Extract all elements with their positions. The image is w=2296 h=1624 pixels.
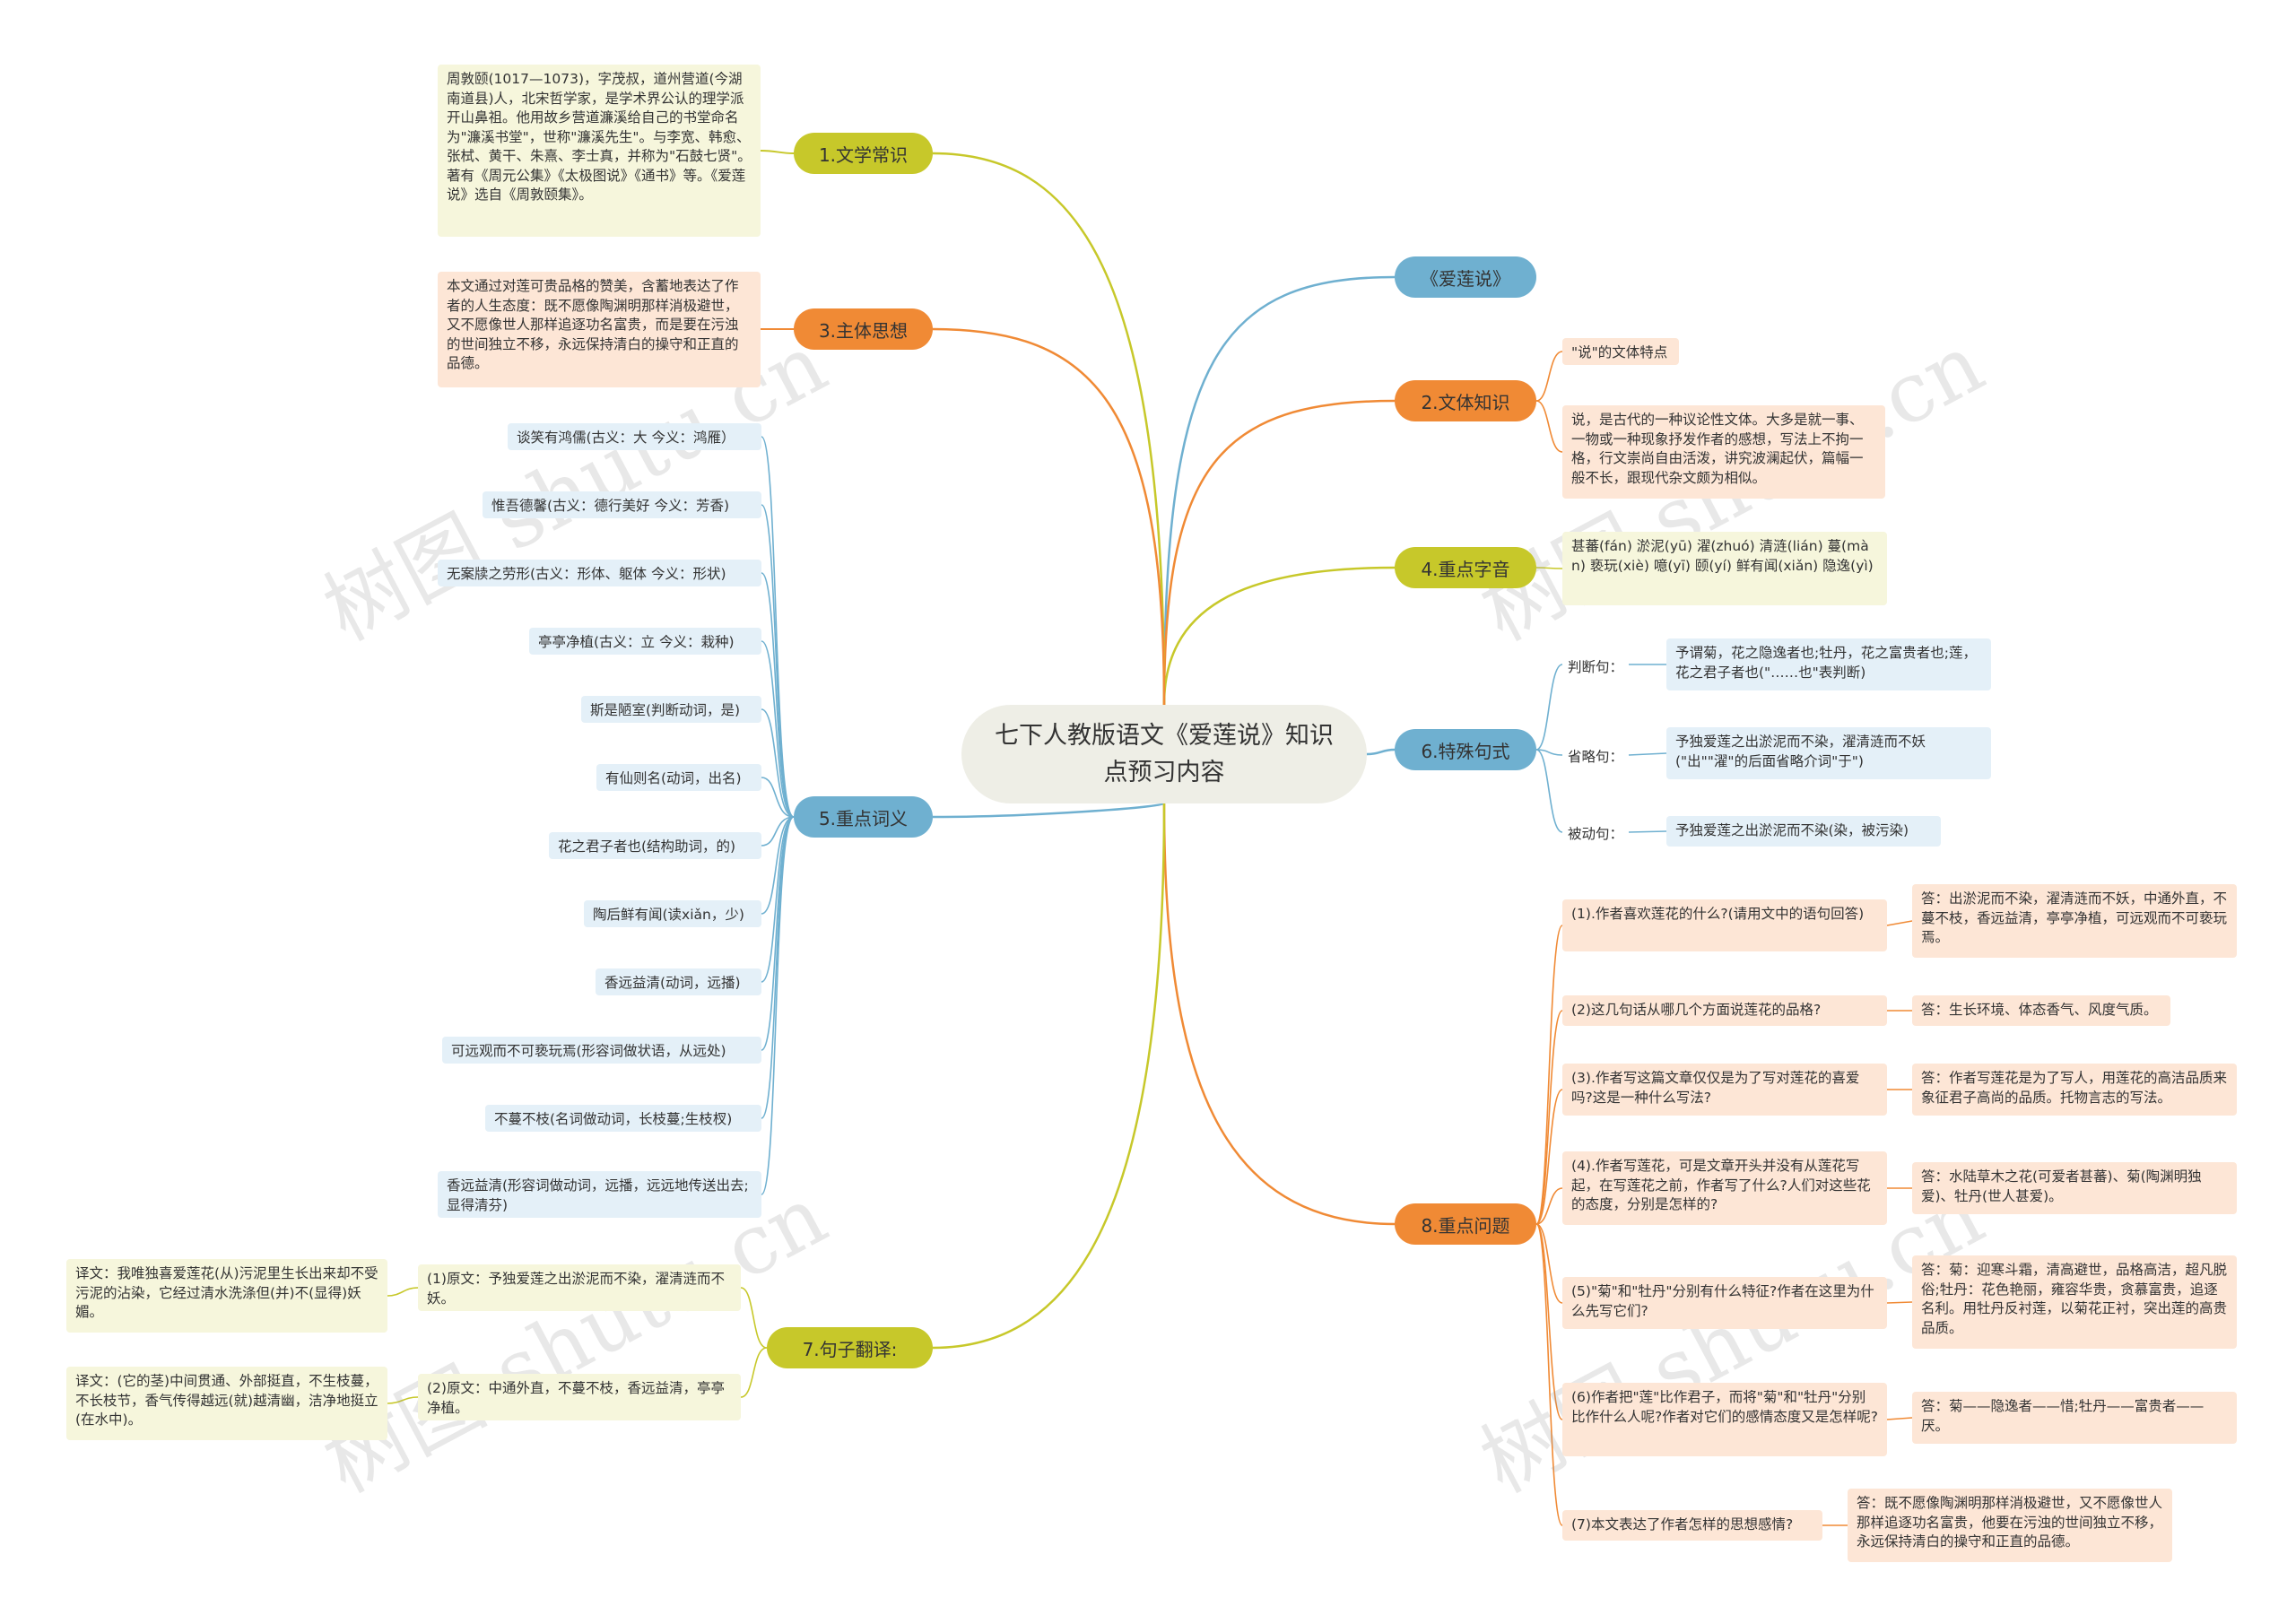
word-meaning-item: 香远益清(动词，远播)	[596, 968, 761, 995]
edge-root-main-idea	[932, 327, 1166, 706]
word-meaning-item: 可远观而不可亵玩焉(形容词做状语，从远处)	[442, 1037, 761, 1064]
word-meaning-item: 谈笑有鸿儒(古义：大 今义：鸿雁）	[508, 423, 761, 450]
edge-pronunciation-note	[1535, 567, 1563, 569]
edge-literary-note	[760, 150, 795, 154]
edge-root-questions	[1162, 803, 1396, 1226]
question-5: (5)"菊"和"牡丹"分别有什么特征?作者在这里为什么先写它们?	[1562, 1277, 1887, 1329]
edge-question-3	[1535, 1089, 1563, 1225]
literary-knowledge-note: 周敦颐(1017—1073)，字茂叔，道州营道(今湖南道县)人，北宋哲学家，是学…	[438, 65, 761, 237]
word-meaning-item: 有仙则名(动词，出名)	[596, 764, 761, 791]
edge-passive-example	[1628, 830, 1667, 833]
edge-answer-5	[1886, 1301, 1913, 1304]
judgment-sentence-example: 予谓菊，花之隐逸者也;牡丹，花之富贵者也;莲，花之君子者也("……也"表判断)	[1666, 638, 1991, 690]
edge-question-1	[1535, 925, 1563, 1225]
passive-sentence-example: 予独爱莲之出淤泥而不染(染，被污染)	[1666, 816, 1941, 847]
edge-translation-1	[740, 1287, 768, 1349]
edge-word-meaning-4	[761, 708, 795, 818]
sentence-type-passive: 被动句：	[1568, 826, 1624, 842]
sentence-type-judgment: 判断句：	[1568, 659, 1624, 675]
word-meaning-item: 香远益清(形容词做动词，远播，远远地传送出去;显得清芬)	[438, 1171, 761, 1218]
sentence-type-ellipsis: 省略句：	[1568, 749, 1624, 765]
ellipsis-sentence-example: 予独爱莲之出淤泥而不染，濯清涟而不妖("出""濯"的后面省略介词"于")	[1666, 727, 1991, 779]
edge-answer-1	[1886, 920, 1913, 926]
answer-5: 答：菊：迎寒斗霜，清高避世，品格高洁，超凡脱俗;牡丹：花色艳丽，雍容华贵，贪慕富…	[1912, 1255, 2237, 1349]
branch-special-sentences[interactable]: 6.特殊句式	[1395, 729, 1536, 770]
answer-7: 答：既不愿像陶渊明那样消极避世，又不愿像世人那样追逐功名富贵，他要在污浊的世间独…	[1848, 1489, 2172, 1562]
edge-root-pronunciation	[1162, 566, 1396, 706]
answer-1: 答：出淤泥而不染，濯清涟而不妖，中通外直，不蔓不枝，香远益清，亭亭净植，可远观而…	[1912, 884, 2237, 958]
word-meaning-item: 花之君子者也(结构助词，的)	[549, 832, 761, 859]
edge-question-4	[1535, 1187, 1563, 1225]
edge-special-type-0	[1535, 664, 1563, 751]
edge-word-meaning-1	[761, 504, 795, 818]
edge-root-ailian	[1162, 275, 1396, 706]
answer-2: 答：生长环境、体态香气、风度气质。	[1912, 995, 2170, 1026]
word-meaning-item: 亭亭净植(古义：立 今义：栽种)	[529, 628, 761, 655]
edge-translation-result-1	[387, 1287, 419, 1297]
branch-key-questions[interactable]: 8.重点问题	[1395, 1203, 1536, 1245]
branch-genre-knowledge[interactable]: 2.文体知识	[1395, 380, 1536, 421]
pronunciation-note: 甚蕃(fán) 淤泥(yū) 濯(zhuó) 清涟(lián) 蔓(màn) 亵…	[1562, 532, 1887, 605]
edge-word-meaning-9	[761, 816, 795, 1051]
question-7: (7)本文表达了作者怎样的思想感情?	[1562, 1510, 1822, 1541]
edge-special-type-2	[1535, 749, 1563, 833]
edge-translation-result-2	[387, 1396, 419, 1404]
edge-root-genre	[1162, 399, 1396, 706]
branch-key-word-meanings[interactable]: 5.重点词义	[794, 796, 933, 838]
edge-word-meaning-7	[761, 816, 795, 915]
translation-source-2: (2)原文：中通外直，不蔓不枝，香远益清，亭亭净植。	[418, 1374, 741, 1420]
genre-feature-label: "说"的文体特点	[1562, 338, 1679, 365]
edge-genre-feature	[1535, 351, 1563, 402]
translation-source-1: (1)原文：予独爱莲之出淤泥而不染，濯清涟而不妖。	[418, 1264, 741, 1311]
translation-result-2: 译文：(它的茎)中间贯通、外部挺直，不生枝蔓，不长枝节，香气传得越远(就)越清幽…	[66, 1367, 387, 1440]
word-meaning-item: 惟吾德馨(古义：德行美好 今义：芳香)	[483, 491, 761, 518]
word-meaning-item: 无案牍之劳形(古义：形体、躯体 今义：形状)	[438, 560, 761, 586]
edge-question-5	[1535, 1223, 1563, 1304]
genre-description: 说，是古代的一种议论性文体。大多是就一事、一物或一种现象抒发作者的感想，写法上不…	[1562, 405, 1885, 499]
edge-question-6	[1535, 1223, 1563, 1420]
answer-4: 答：水陆草木之花(可爱者甚蕃)、菊(陶渊明独爱)、牡丹(世人甚爱)。	[1912, 1162, 2237, 1214]
edge-root-special	[1366, 748, 1396, 756]
question-4: (4).作者写莲花，可是文章开头并没有从莲花写起，在写莲花之前，作者写了什么?人…	[1562, 1151, 1887, 1225]
branch-pronunciation[interactable]: 4.重点字音	[1395, 547, 1536, 588]
edge-translation-2	[740, 1347, 768, 1398]
branch-sentence-translation[interactable]: 7.句子翻译:	[767, 1327, 933, 1368]
question-2: (2)这几句话从哪几个方面说莲花的品格?	[1562, 995, 1887, 1026]
edge-answer-6	[1886, 1417, 1913, 1420]
word-meaning-item: 斯是陋室(判断动词，是)	[581, 696, 761, 723]
edge-root-word-meanings	[932, 802, 1166, 819]
edge-word-meaning-5	[761, 777, 795, 818]
edge-question-2	[1535, 1010, 1563, 1225]
answer-3: 答：作者写莲花是为了写人，用莲花的高洁品质来象征君子高尚的品质。托物言志的写法。	[1912, 1064, 2237, 1116]
edge-special-type-1	[1535, 749, 1563, 756]
edge-question-7	[1535, 1223, 1563, 1526]
edge-word-meaning-2	[761, 572, 795, 818]
edge-ellipsis-example	[1628, 752, 1667, 756]
question-3: (3).作者写这篇文章仅仅是为了写对莲花的喜爱吗?这是一种什么写法?	[1562, 1064, 1887, 1116]
edge-root-literary	[932, 152, 1166, 706]
main-idea-note: 本文通过对莲可贵品格的赞美，含蓄地表达了作者的人生态度：既不愿像陶渊明那样消极避…	[438, 272, 761, 387]
branch-main-idea[interactable]: 3.主体思想	[794, 308, 933, 350]
translation-result-1: 译文：我唯独喜爱莲花(从)污泥里生长出来却不受污泥的沾染，它经过清水洗涤但(并)…	[66, 1259, 387, 1333]
branch-literary-knowledge[interactable]: 1.文学常识	[794, 133, 933, 174]
root-topic[interactable]: 七下人教版语文《爱莲说》知识点预习内容	[961, 705, 1367, 803]
question-6: (6)作者把"莲"比作君子，而将"菊"和"牡丹"分别比作什么人呢?作者对它们的感…	[1562, 1383, 1887, 1456]
edge-word-meaning-0	[761, 436, 795, 818]
word-meaning-item: 不蔓不枝(名词做动词，长枝蔓;生枝杈)	[485, 1105, 761, 1132]
branch-ailian-shuo[interactable]: 《爱莲说》	[1395, 256, 1536, 298]
edge-root-translation	[932, 803, 1166, 1350]
edge-word-meaning-11	[761, 816, 795, 1195]
edge-genre-description	[1535, 400, 1563, 453]
edge-word-meaning-6	[761, 816, 795, 847]
edge-word-meaning-3	[761, 640, 795, 818]
question-1: (1).作者喜欢莲花的什么?(请用文中的语句回答)	[1562, 899, 1887, 951]
edge-word-meaning-8	[761, 816, 795, 983]
answer-6: 答：菊——隐逸者——惜;牡丹——富贵者——厌。	[1912, 1392, 2237, 1444]
word-meaning-item: 陶后鲜有闻(读xiǎn，少)	[584, 900, 761, 927]
